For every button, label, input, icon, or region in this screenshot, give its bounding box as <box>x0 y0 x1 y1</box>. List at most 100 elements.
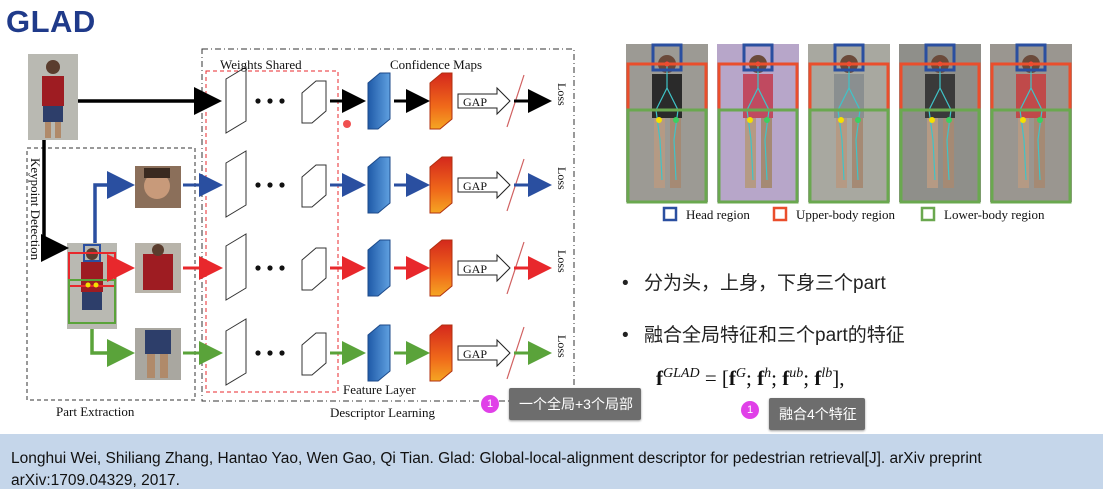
branch-upper-body: GAP Loss <box>225 233 569 301</box>
head-region-box <box>651 43 683 72</box>
ellipsis-dot <box>255 350 261 356</box>
legend-lower-label: Lower-body region <box>944 207 1045 222</box>
formula-term-superscript: lb <box>821 366 833 381</box>
keypoint-detection-label: Keypoint Detection <box>28 158 43 261</box>
legend-head-swatch <box>662 206 678 222</box>
lower-body-crop-image <box>135 328 181 380</box>
formula-term-superscript: h <box>764 366 772 381</box>
ellipsis-dot <box>255 182 261 188</box>
comment-text: 融合4个特征 <box>769 398 865 430</box>
head-region-box <box>1015 43 1047 72</box>
formula-term-base: f <box>757 366 765 390</box>
ellipsis-dot <box>267 265 273 271</box>
body-regions-figure: Head region Upper-body region Lower-body… <box>626 43 1072 222</box>
conv-layer-last <box>301 247 327 291</box>
conv-layer-last <box>301 80 327 124</box>
legend-lower-swatch <box>920 206 936 222</box>
branch-global: GAP Loss <box>225 66 569 134</box>
legend-upper-swatch <box>772 206 788 222</box>
head-region-box <box>833 43 865 72</box>
comment-tooltip[interactable]: 一个全局+3个局部 <box>509 388 641 420</box>
slide-title: GLAD <box>6 4 96 39</box>
head-region-box <box>742 43 774 72</box>
formula-superscript: GLAD <box>663 366 700 381</box>
legend-head-label: Head region <box>686 207 750 222</box>
confidence-map-block <box>429 324 453 382</box>
formula-term-superscript: ub <box>789 366 804 381</box>
part-extraction-label: Part Extraction <box>56 404 135 419</box>
ellipsis-dot <box>267 350 273 356</box>
bullet-text: 分为头，上身，下身三个part <box>644 273 886 294</box>
citation-bar <box>0 434 1103 489</box>
comment-text: 一个全局+3个局部 <box>509 388 641 420</box>
head-crop-image <box>135 166 181 208</box>
formula-term-base: f <box>814 366 822 390</box>
person-example-image <box>626 43 708 204</box>
ellipsis-dot <box>279 182 285 188</box>
lower-body-region-box <box>626 108 708 204</box>
ellipsis-dot <box>267 98 273 104</box>
confidence-map-block <box>429 72 453 130</box>
gap-arrow <box>457 338 511 368</box>
gap-label: GAP <box>463 179 487 193</box>
bullet-item: •融合全局特征和三个part的特征 <box>622 325 905 346</box>
weights-shared-box <box>205 70 339 393</box>
ellipsis-dot <box>279 98 285 104</box>
formula-symbol: f <box>656 366 663 390</box>
formula-separator: ; <box>803 366 815 390</box>
gap-label: GAP <box>463 347 487 361</box>
keypoint-image <box>67 243 117 329</box>
loss-label: Loss <box>555 335 569 358</box>
formula-separator: ; <box>771 366 783 390</box>
bullet-item: •分为头，上身，下身三个part <box>622 273 886 294</box>
comment-badge[interactable]: 1 <box>481 395 499 413</box>
ellipsis-dot <box>279 265 285 271</box>
comment-badge[interactable]: 1 <box>741 401 759 419</box>
lower-body-region-box <box>717 108 799 204</box>
gap-arrow <box>457 253 511 283</box>
branch-lower-body: GAP Loss <box>225 318 569 386</box>
confidence-maps-label: Confidence Maps <box>390 57 482 72</box>
lower-body-region-box <box>899 108 981 204</box>
ellipsis-dot <box>255 265 261 271</box>
upper-body-crop-image <box>135 243 181 293</box>
ellipsis-dot <box>255 98 261 104</box>
ellipsis-dot <box>267 182 273 188</box>
person-example-image <box>808 43 890 204</box>
feature-layer-block <box>367 72 391 130</box>
feature-layer-block <box>367 239 391 297</box>
gap-label: GAP <box>463 95 487 109</box>
conv-layer-first <box>225 318 247 386</box>
legend-upper-label: Upper-body region <box>796 207 896 222</box>
loss-label: Loss <box>555 250 569 273</box>
ellipsis-dot <box>279 350 285 356</box>
formula-terms: fG; fh; fub; flb], <box>729 366 845 390</box>
formula-term-superscript: G <box>735 366 747 381</box>
gap-arrow <box>457 86 511 116</box>
branch-head: GAP Loss <box>225 150 569 218</box>
loss-label: Loss <box>555 83 569 106</box>
descriptor-learning-label: Descriptor Learning <box>330 405 436 420</box>
comment-tooltip[interactable]: 融合4个特征 <box>769 398 865 430</box>
formula-equals: = [ <box>699 366 729 390</box>
bullet-text: 融合全局特征和三个part的特征 <box>644 325 905 346</box>
loss-label: Loss <box>555 167 569 190</box>
conv-layer-first <box>225 150 247 218</box>
full-body-image <box>28 54 78 140</box>
formula-term-base: f <box>728 366 736 390</box>
citation-text: Longhui Wei, Shiliang Zhang, Hantao Yao,… <box>11 450 982 489</box>
part-extraction-box <box>26 147 196 401</box>
confidence-map-block <box>429 239 453 297</box>
lower-body-region-box <box>990 108 1072 204</box>
conv-layer-last <box>301 332 327 376</box>
conv-layer-last <box>301 164 327 208</box>
person-example-image <box>899 43 981 204</box>
lower-body-region-box <box>808 108 890 204</box>
confidence-map-block <box>429 156 453 214</box>
conv-layer-first <box>225 66 247 134</box>
formula-term-base: f <box>782 366 790 390</box>
gap-label: GAP <box>463 262 487 276</box>
head-region-box <box>924 43 956 72</box>
feature-layer-block <box>367 324 391 382</box>
